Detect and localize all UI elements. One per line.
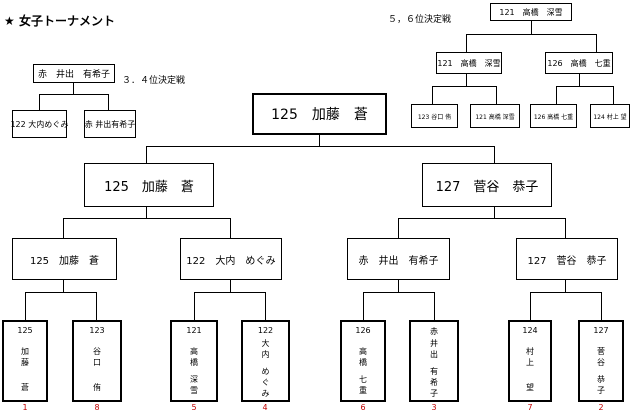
third-place-left: 122 大内めぐみ (10, 110, 69, 138)
page-title: ★ 女子トーナメント (4, 12, 115, 29)
seed-number: 5 (191, 403, 197, 412)
player-number: 123 (89, 326, 105, 335)
fifth-place-semi-left: 121 高橋 深雪 (436, 52, 502, 74)
player-number: 127 (593, 326, 609, 335)
player-card: 124 村上 望 (508, 320, 552, 402)
fifth-place-leaf: 126 高橋 七重 (530, 104, 577, 128)
quarterfinal-box: 122 大内 めぐみ (180, 238, 282, 280)
player-number: 121 (186, 326, 202, 335)
star-icon: ★ (4, 14, 15, 28)
final-winner: 125 加藤 蒼 (252, 93, 387, 135)
page-title-text: 女子トーナメント (18, 14, 115, 28)
quarterfinal-box: 127 菅谷 恭子 (516, 238, 618, 280)
semifinal-left: 125 加藤 蒼 (84, 163, 214, 207)
fifth-place-leaf: 121 高橋 深雪 (470, 104, 520, 128)
quarterfinal-box: 125 加藤 蒼 (12, 238, 117, 280)
seed-number: 3 (431, 403, 437, 412)
seed-number: 2 (598, 403, 604, 412)
player-number: 124 (522, 326, 538, 335)
fifth-place-leaf: 124 村上 望 (590, 104, 630, 128)
player-card: 121 高橋 深雪 (170, 320, 218, 402)
semifinal-right: 127 菅谷 恭子 (422, 163, 552, 207)
seed-number: 8 (94, 403, 100, 412)
player-card: 127 菅谷 恭子 (578, 320, 624, 402)
player-number: 122 (257, 326, 274, 335)
seed-number: 4 (262, 403, 268, 412)
player-card: 122 大内 めぐみ (241, 320, 290, 402)
fifth-place-label: ５，６位決定戦 (388, 15, 452, 25)
quarterfinal-box: 赤 井出 有希子 (347, 238, 450, 280)
player-card: 123 谷口 侑 (72, 320, 122, 402)
player-card: 125 加藤 蒼 (2, 320, 48, 402)
player-card: 赤 井出 有希子 (409, 320, 459, 402)
seed-number: 6 (360, 403, 366, 412)
third-place-right: 赤 井出有希子 (84, 110, 136, 138)
player-number: 126 (355, 326, 371, 335)
fifth-place-semi-right: 126 高橋 七重 (545, 52, 613, 74)
fifth-place-winner: 121 高橋 深雪 (490, 3, 572, 21)
seed-number: 1 (22, 403, 28, 412)
third-place-winner: 赤 井出 有希子 (33, 64, 115, 83)
seed-number: 7 (527, 403, 533, 412)
player-card: 126 高橋 七重 (340, 320, 386, 402)
player-number: 125 (17, 326, 33, 335)
fifth-place-leaf: 123 谷口 侑 (411, 104, 458, 128)
third-place-label: ３．４位決定戦 (122, 76, 186, 86)
player-number: 赤 (430, 327, 438, 336)
